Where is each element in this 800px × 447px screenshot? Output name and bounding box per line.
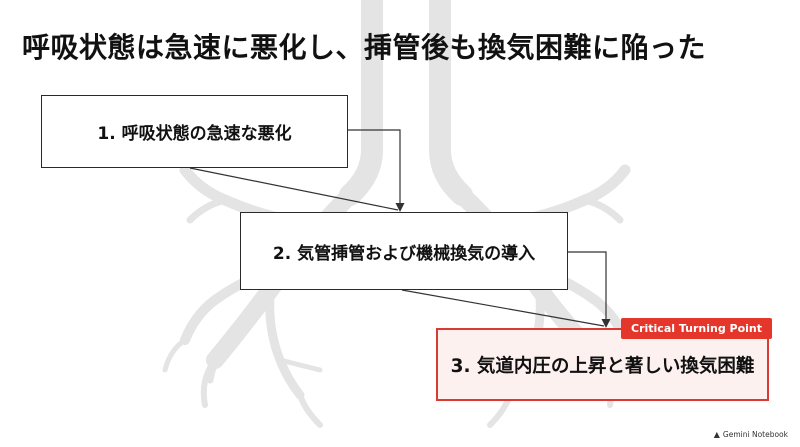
branding-label: Gemini Notebook [722, 430, 788, 439]
step-2-box: 2. 気管挿管および機械換気の導入 [240, 212, 568, 290]
critical-turning-point-badge: Critical Turning Point [621, 318, 773, 339]
step-1-label: 1. 呼吸状態の急速な悪化 [97, 124, 292, 144]
arrow-2-to-3 [568, 251, 611, 328]
arrow-2-diagonal [401, 289, 605, 327]
step-3-box: 3. 気道内圧の上昇と著しい換気困難 [436, 328, 769, 401]
branding: ▲ Gemini Notebook [714, 430, 788, 439]
step-3-label: 3. 気道内圧の上昇と著しい換気困難 [450, 355, 755, 377]
page-title: 呼吸状態は急速に悪化し、挿管後も換気困難に陥った [22, 31, 707, 64]
arrow-1-to-2 [348, 129, 405, 212]
arrow-1-diagonal [189, 167, 399, 211]
gemini-icon: ▲ [713, 430, 720, 439]
step-1-box: 1. 呼吸状態の急速な悪化 [41, 95, 348, 168]
step-2-label: 2. 気管挿管および機械換気の導入 [272, 243, 536, 264]
